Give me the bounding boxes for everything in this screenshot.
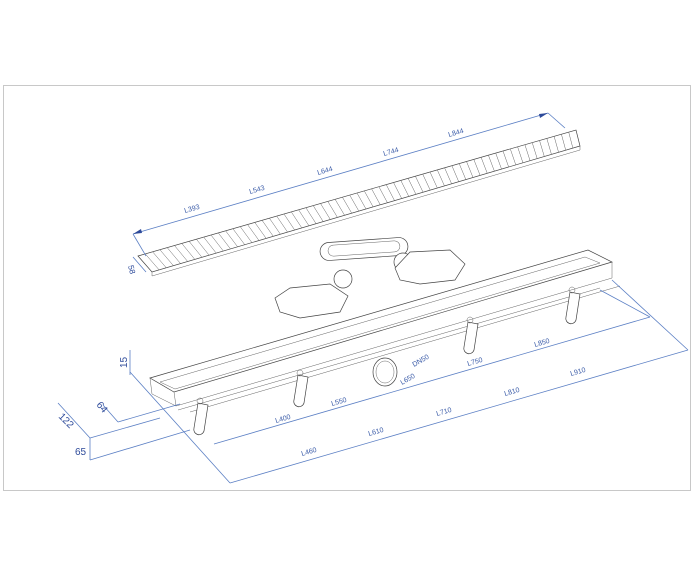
- grate-slot: [429, 171, 438, 189]
- grate-slot: [247, 224, 260, 241]
- grate-slot: [196, 239, 210, 256]
- channel: [149, 249, 621, 436]
- channel-length-label: L810: [504, 387, 521, 398]
- grate: [137, 129, 581, 277]
- grate-slot: [466, 161, 474, 178]
- grate-slot: [152, 251, 167, 268]
- grate-slot: [327, 201, 338, 218]
- grate-slot: [218, 232, 231, 250]
- grate-width-label: 58: [126, 264, 137, 275]
- height-top-label: 15: [119, 356, 130, 368]
- outlet-label: DN50: [412, 354, 431, 369]
- grate-slot: [422, 173, 431, 191]
- grate-slot: [568, 132, 574, 149]
- channel-foot: [463, 321, 479, 355]
- channel-dimensions: 15 64 122 65 DN50 L400 L550 L650 L750 L8…: [56, 279, 689, 484]
- grate-slot: [473, 159, 481, 176]
- grate-slot: [188, 241, 203, 258]
- grate-slot: [334, 199, 345, 216]
- total-width-label: 122: [56, 411, 76, 431]
- grate-slot: [444, 167, 452, 184]
- grate-slot: [269, 218, 281, 235]
- grate-slot: [546, 138, 552, 155]
- channel-length-label: L400: [275, 414, 292, 425]
- grate-slot: [385, 184, 395, 201]
- grate-slot: [539, 140, 545, 157]
- channel-length-label: L710: [436, 407, 453, 418]
- grate-slot: [261, 220, 274, 237]
- grate-slot: [254, 222, 267, 239]
- channel-length-label: L910: [570, 367, 587, 378]
- grate-slot: [225, 230, 238, 247]
- grate-slot: [312, 205, 324, 222]
- grate-slots: [145, 132, 574, 271]
- channel-length-label: L850: [534, 338, 551, 349]
- grate-length-label: L393: [184, 204, 201, 215]
- grate-slot: [342, 197, 352, 214]
- outlet-pipe: [372, 357, 398, 387]
- grate-slot: [298, 209, 310, 226]
- channel-foot: [565, 291, 581, 325]
- grate-slot: [364, 190, 374, 208]
- grate-slot: [232, 228, 245, 245]
- grate-slot: [378, 186, 388, 203]
- grate-slot: [451, 165, 459, 182]
- grate-slot: [159, 249, 174, 266]
- channel-foot: [193, 402, 209, 436]
- total-height-label: 65: [75, 447, 87, 458]
- grate-length-label: L744: [383, 147, 400, 158]
- grate-slot: [320, 203, 331, 220]
- grate-slot: [488, 155, 495, 172]
- grate-slot: [349, 194, 360, 212]
- grate-slot: [203, 236, 217, 254]
- grate-length-label: L543: [249, 185, 266, 196]
- grate-slot: [510, 148, 517, 165]
- grate-slot: [239, 226, 253, 243]
- grate-slot: [553, 136, 559, 153]
- channel-length-label: L460: [301, 447, 318, 458]
- grate-slot: [502, 150, 509, 168]
- grate-slot: [174, 245, 188, 262]
- grate-slot: [517, 146, 524, 163]
- inner-width-label: 64: [94, 400, 110, 416]
- grate-slot: [283, 213, 295, 231]
- channel-foot: [293, 374, 309, 408]
- grate-slot: [480, 157, 488, 174]
- grate-slot: [400, 180, 410, 197]
- grate-length-label: L644: [317, 166, 334, 177]
- grate-length-dimension: L393 L543 L644 L744 L844 58: [126, 112, 566, 276]
- grate-slot: [291, 211, 303, 229]
- channel-length-label: L610: [368, 427, 385, 438]
- grate-slot: [145, 253, 160, 271]
- channel-length-label: L550: [331, 397, 348, 408]
- grate-slot: [356, 192, 367, 210]
- grate-slot: [531, 142, 538, 159]
- grate-length-label: L844: [448, 128, 465, 139]
- grate-slot: [305, 207, 317, 224]
- grate-slot: [210, 234, 224, 252]
- grate-slot: [407, 178, 417, 195]
- outlet-cover: [319, 237, 413, 289]
- siphon-parts: [274, 249, 466, 319]
- grate-slot: [524, 144, 531, 161]
- grate-slot: [393, 182, 402, 199]
- channel-length-label: L650: [400, 373, 417, 387]
- grate-slot: [276, 215, 288, 233]
- grate-slot: [495, 153, 502, 170]
- grate-slot: [458, 163, 467, 180]
- grate-slot: [561, 134, 566, 151]
- grate-slot: [371, 188, 381, 205]
- grate-slot: [167, 247, 181, 264]
- grate-slot: [437, 169, 445, 187]
- drawing-frame: [3, 85, 691, 491]
- channel-length-label: L750: [467, 357, 484, 368]
- grate-slot: [181, 243, 195, 260]
- grate-slot: [415, 176, 424, 193]
